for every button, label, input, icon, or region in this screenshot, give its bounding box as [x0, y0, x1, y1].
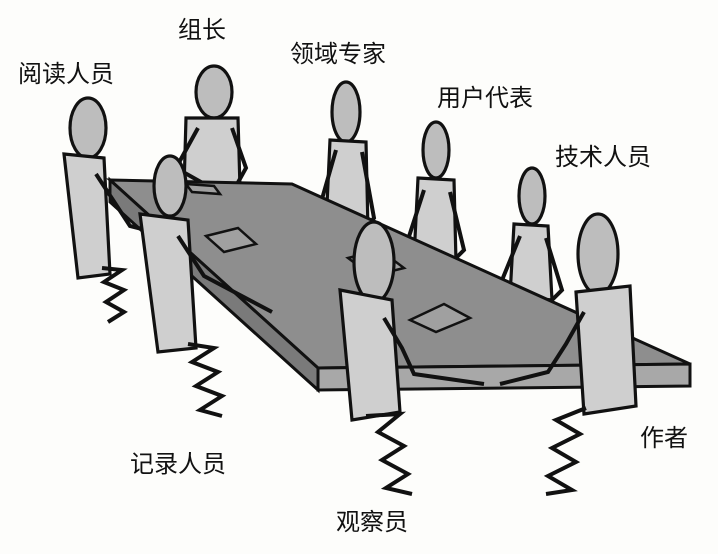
figure-observer — [338, 220, 485, 496]
label-reader: 阅读人员 — [18, 60, 114, 88]
label-user-rep: 用户代表 — [437, 84, 533, 112]
paper-4 — [407, 302, 473, 334]
label-recorder: 记录人员 — [130, 450, 226, 478]
label-author: 作者 — [640, 424, 688, 452]
label-tech-staff: 技术人员 — [555, 143, 651, 171]
paper-2 — [203, 226, 259, 254]
paper-1 — [183, 182, 223, 196]
label-leader: 组长 — [178, 16, 226, 44]
figure-reader — [62, 96, 171, 324]
figure-recorder — [138, 154, 273, 418]
label-domain-expert: 领域专家 — [290, 40, 386, 68]
label-observer: 观察员 — [336, 508, 408, 536]
figure-leader — [173, 64, 249, 190]
figure-author — [499, 212, 638, 496]
